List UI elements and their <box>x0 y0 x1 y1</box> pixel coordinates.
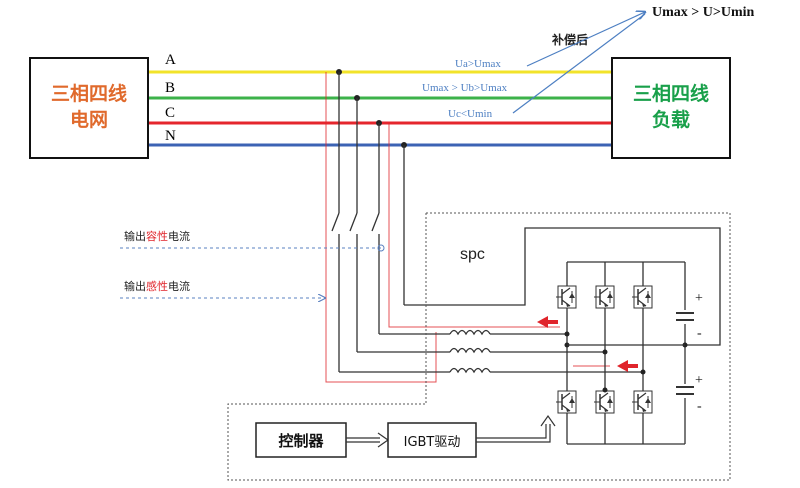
controller-label: 控制器 <box>278 432 324 450</box>
igbt-driver-label: IGBT驱动 <box>404 435 461 450</box>
igbt-upper-2 <box>593 285 615 309</box>
igbt-lower-3 <box>631 390 653 414</box>
grid-source-box <box>29 57 149 159</box>
dc-minus-top: - <box>697 326 702 341</box>
dc-plus-bottom: + <box>695 373 703 388</box>
spc-label: spc <box>460 246 485 263</box>
phase-c-label: C <box>165 105 175 121</box>
ua-annotation: Ua>Umax <box>455 58 501 70</box>
switch-c <box>371 212 380 232</box>
dc-plus-top: + <box>695 291 703 306</box>
inductor-1 <box>449 329 491 336</box>
phase-a-label: A <box>165 52 176 68</box>
load-line2: 负载 <box>652 108 690 131</box>
controller-box <box>255 422 347 458</box>
load-line1: 三相四线 <box>633 82 709 105</box>
compensation-arrow-top <box>526 12 645 67</box>
phase-n-label: N <box>165 128 176 144</box>
neutral-return <box>404 227 721 346</box>
igbt-upper-3 <box>631 285 653 309</box>
inductor-2 <box>449 347 491 354</box>
capacitive-current-label: 输出容性电流 <box>124 229 190 243</box>
switch-b <box>349 212 358 232</box>
spc-enclosure <box>227 212 731 481</box>
current-arrow-1 <box>537 316 558 328</box>
result-label: Umax > U>Umin <box>652 5 755 20</box>
grid-source-line2: 电网 <box>70 108 108 131</box>
phase-b-label: B <box>165 80 175 96</box>
igbt-driver-box <box>387 422 477 458</box>
igbt-lower-1 <box>555 390 577 414</box>
compensation-arrow-bottom <box>512 13 646 114</box>
current-path-red <box>325 72 437 383</box>
uc-annotation: Uc<Umin <box>448 108 493 120</box>
ub-annotation: Umax > Ub>Umax <box>422 82 508 94</box>
inductor-3 <box>449 367 491 374</box>
current-arrow-2 <box>617 360 638 372</box>
dc-minus-bottom: - <box>697 399 702 414</box>
inductive-current-label: 输出感性电流 <box>124 279 190 293</box>
igbt-upper-1 <box>555 285 577 309</box>
load-box <box>611 57 731 159</box>
igbt-lower-2 <box>593 390 615 414</box>
switch-a <box>331 212 340 232</box>
driver-signal-arrow <box>540 414 556 427</box>
grid-source-line1: 三相四线 <box>51 82 127 105</box>
compensated-label: 补偿后 <box>551 32 588 47</box>
